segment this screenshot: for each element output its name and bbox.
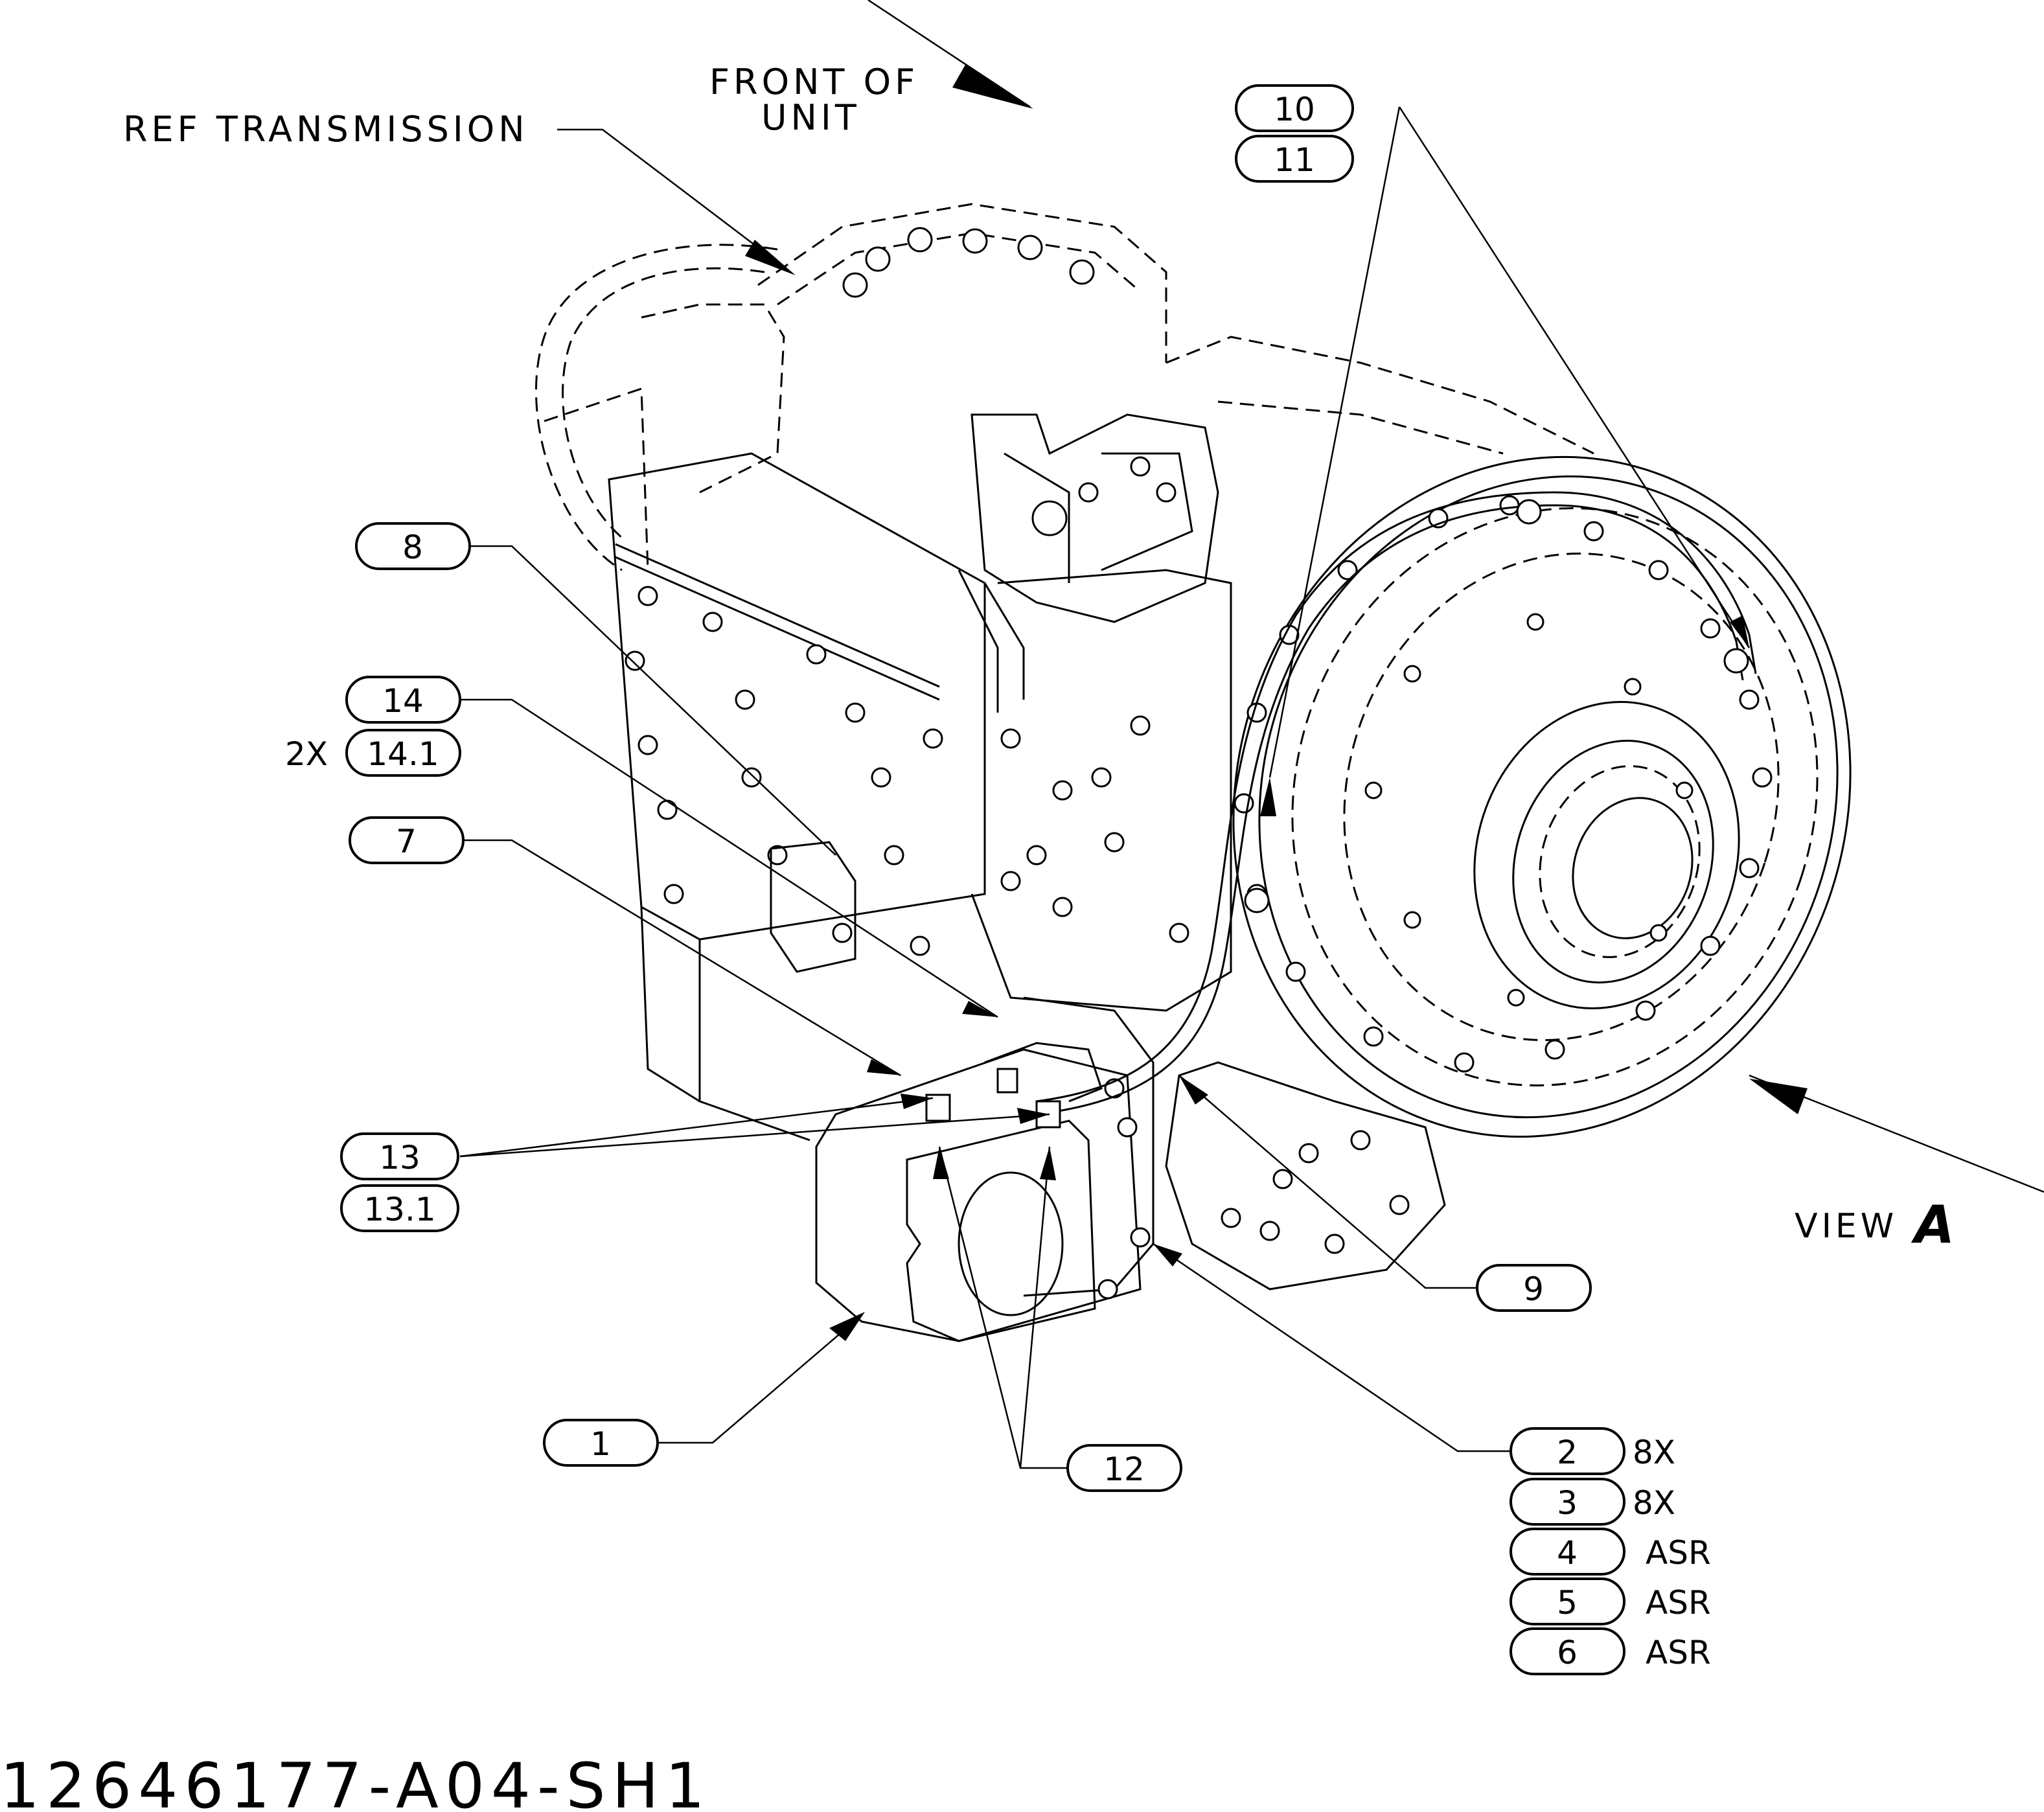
qualifier-6: ASR bbox=[1646, 1634, 1711, 1671]
converter-bolts bbox=[1234, 495, 1773, 1073]
drawing-number: 12646177-A04-SH1 bbox=[0, 1750, 711, 1812]
qualifier-5: ASR bbox=[1646, 1584, 1711, 1622]
svg-text:13: 13 bbox=[379, 1139, 420, 1176]
callout-7: 7 bbox=[349, 816, 465, 864]
callout-13-1: 13.1 bbox=[340, 1184, 459, 1232]
svg-text:10: 10 bbox=[1274, 91, 1315, 128]
svg-text:9: 9 bbox=[1523, 1270, 1544, 1308]
leader-lines bbox=[459, 0, 2044, 1469]
view-letter: A bbox=[1911, 1195, 1955, 1255]
svg-text:14.1: 14.1 bbox=[367, 735, 439, 773]
callout-8: 8 bbox=[355, 522, 471, 570]
callout-4: 4 bbox=[1510, 1528, 1625, 1576]
callout-1: 1 bbox=[543, 1419, 659, 1467]
callout-13: 13 bbox=[340, 1132, 459, 1180]
qualifier-3: 8X bbox=[1633, 1484, 1675, 1522]
front-of-unit-line1: FRONT OF bbox=[709, 62, 919, 102]
view-label: VIEW bbox=[1795, 1207, 1898, 1246]
arrowheads bbox=[745, 65, 1808, 1341]
svg-text:5: 5 bbox=[1557, 1584, 1578, 1622]
qualifier-14-1: 2X bbox=[285, 735, 328, 773]
callout-12: 12 bbox=[1066, 1444, 1182, 1492]
qualifier-2: 8X bbox=[1633, 1434, 1675, 1471]
callout-5: 5 bbox=[1510, 1577, 1625, 1625]
callout-10: 10 bbox=[1235, 84, 1354, 132]
tubing bbox=[925, 491, 1757, 1129]
qualifier-4: ASR bbox=[1646, 1534, 1711, 1572]
callout-2: 2 bbox=[1510, 1427, 1625, 1475]
svg-text:14: 14 bbox=[382, 682, 424, 720]
svg-text:8: 8 bbox=[402, 529, 423, 566]
svg-text:1: 1 bbox=[590, 1425, 611, 1463]
svg-text:3: 3 bbox=[1557, 1484, 1578, 1522]
svg-text:7: 7 bbox=[396, 823, 417, 860]
main-block-bolts bbox=[625, 586, 943, 956]
callout-6: 6 bbox=[1510, 1627, 1625, 1675]
filter-assembly bbox=[815, 1048, 1151, 1342]
top-cover-bolts bbox=[842, 227, 1095, 298]
callout-14: 14 bbox=[345, 676, 461, 724]
svg-text:6: 6 bbox=[1557, 1634, 1578, 1671]
svg-text:11: 11 bbox=[1274, 141, 1315, 179]
converter-housing bbox=[1232, 455, 1852, 1138]
ref-transmission-label: REF TRANSMISSION bbox=[123, 109, 529, 150]
callout-14-1: 14.1 bbox=[345, 729, 461, 777]
center-body-bolts bbox=[1000, 715, 1189, 943]
callout-11: 11 bbox=[1235, 135, 1354, 183]
front-of-unit-line2: UNIT bbox=[761, 97, 860, 138]
svg-text:2: 2 bbox=[1557, 1434, 1578, 1471]
transmission-illustration bbox=[535, 203, 1852, 1342]
callout-3: 3 bbox=[1510, 1478, 1625, 1526]
svg-text:12: 12 bbox=[1103, 1451, 1145, 1488]
svg-text:13.1: 13.1 bbox=[363, 1191, 435, 1228]
callout-9: 9 bbox=[1476, 1264, 1592, 1312]
svg-text:4: 4 bbox=[1557, 1534, 1578, 1572]
